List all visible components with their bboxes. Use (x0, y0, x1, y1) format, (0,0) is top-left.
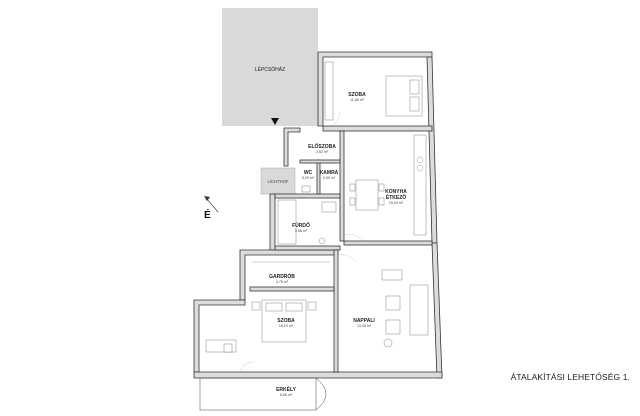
room-konyha-area: 15,29 m² (389, 201, 404, 205)
chair-4 (378, 197, 385, 206)
room-eloszoba-area: 2,52 m² (316, 150, 329, 154)
wall-top-room (317, 51, 433, 127)
balcony-curve (315, 377, 327, 411)
room-gardrob-name: GARDRÓB (269, 272, 295, 280)
compass-label: É (204, 208, 211, 221)
nightstand-1 (251, 301, 261, 311)
pillow-bottom-1 (265, 302, 283, 312)
chair-2 (349, 197, 356, 206)
wall-inner-hall (339, 130, 345, 242)
wall-inner-gardrob (249, 286, 335, 292)
hob-icon-2 (416, 164, 424, 172)
wardrobe-top (324, 61, 334, 121)
bathtub (277, 199, 297, 245)
room-furdo-area: 3,56 m² (295, 229, 308, 233)
armchair-1 (385, 295, 401, 311)
nightstand-2 (307, 301, 317, 311)
toilet-icon (318, 237, 326, 245)
wall-inner-top (322, 125, 433, 132)
lightwell-label: LICHTHOF (268, 179, 289, 184)
room-erkely-area: 6,66 m² (280, 393, 293, 397)
wall-left-wing-side (193, 299, 246, 373)
compass-arrow-icon (205, 197, 219, 213)
room-szoba-bottom-name: SZOBA (277, 318, 295, 324)
room-szoba-top-name: SZOBA (348, 92, 366, 98)
door-swing-living (337, 254, 357, 263)
door-swing-balcony (239, 361, 255, 373)
wall-inner-living-left (333, 249, 339, 373)
wall-inner-mid (274, 193, 341, 199)
room-wc-name: WC (304, 170, 313, 176)
room-konyha-name-line2: ÉTKEZŐ (386, 193, 406, 201)
room-eloszoba-name: ELŐSZOBA (308, 143, 336, 150)
room-szoba-top-area: 11,66 m² (350, 98, 365, 102)
plant-icon (383, 338, 393, 348)
kitchen-counter (413, 134, 427, 236)
room-szoba-bottom-area: 16,10 m² (279, 324, 294, 328)
wall-bath-left (269, 193, 276, 251)
armchair-2 (385, 319, 401, 335)
lightwell-area (260, 167, 296, 195)
wall-bottom (193, 371, 443, 379)
pillow-top-1 (409, 79, 420, 95)
room-gardrob-area: 4,76 m² (276, 280, 289, 284)
room-furdo-name: FÜRDŐ (292, 222, 310, 229)
pillow-top-2 (409, 96, 420, 112)
wc-toilet (301, 185, 311, 193)
plan-caption: ÁTALAKÍTÁSI LEHETŐSÉG 1. (511, 372, 630, 382)
staircase-area (222, 8, 318, 126)
room-wc-area: 0,93 m² (302, 176, 315, 180)
wall-right-lower (431, 242, 443, 379)
hob-icon (416, 156, 424, 164)
wall-hall-left (283, 127, 301, 167)
room-nappali-name: NAPPALI (353, 318, 375, 324)
chair-3 (378, 183, 385, 192)
room-konyha-name-line1: KONYHA (385, 189, 407, 195)
entrance-arrow-icon (271, 118, 279, 125)
wall-inner-wc (316, 159, 321, 195)
door-swing-kitchen (343, 234, 365, 242)
room-kamra-name: KAMRA (320, 170, 339, 176)
wall-inner-living-top (343, 240, 433, 246)
compass-arrowhead-icon (204, 196, 210, 201)
sofa (409, 284, 429, 336)
dining-table (355, 179, 379, 211)
room-kamra-area: 0,90 m² (323, 176, 336, 180)
room-erkely-name: ERKÉLY (276, 385, 296, 393)
wall-inner-bath-bottom (274, 245, 341, 251)
desk-chair (223, 343, 233, 353)
door-swing-bedroom-top (331, 111, 341, 127)
room-nappali-area: 13,30 m² (357, 324, 372, 328)
wall-inner-wc-top (299, 159, 341, 164)
chair-1 (349, 183, 356, 192)
washbasin (321, 201, 337, 213)
coffee-table (381, 269, 403, 281)
wall-right-upper (426, 56, 438, 244)
pillow-bottom-2 (285, 302, 303, 312)
staircase-label: LÉPCSŐHÁZ (255, 66, 285, 73)
balcony-outline (199, 377, 317, 411)
